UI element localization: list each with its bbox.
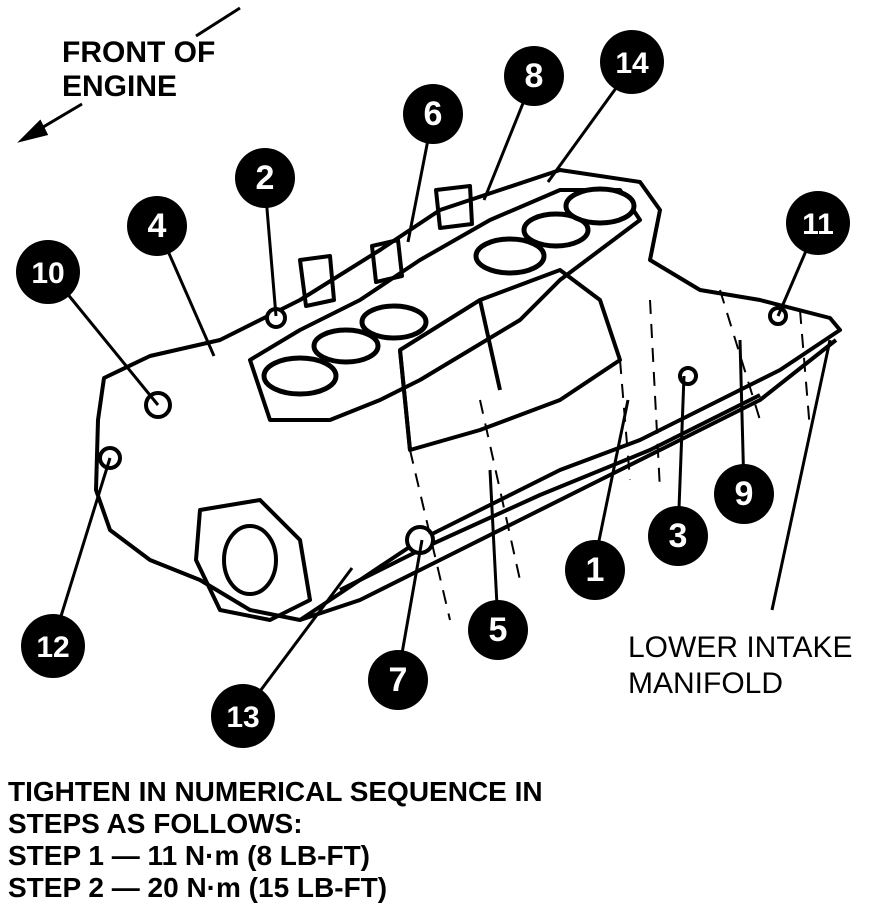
callout-circle bbox=[786, 191, 850, 255]
manifold-label-line-1: LOWER INTAKE bbox=[628, 631, 853, 664]
callout-circle bbox=[16, 240, 80, 304]
lower-intake-manifold-label: LOWER INTAKE MANIFOLD bbox=[628, 630, 852, 702]
callout-number: 11 bbox=[802, 208, 834, 241]
callout-2: 2 bbox=[235, 148, 295, 208]
callout-number: 6 bbox=[424, 95, 443, 133]
callout-number: 14 bbox=[615, 47, 649, 80]
callout-number: 1 bbox=[586, 551, 605, 589]
callout-circle bbox=[714, 464, 774, 524]
callout-circle bbox=[468, 600, 528, 660]
leader-lines bbox=[46, 65, 832, 715]
manifold-label-line-2: MANIFOLD bbox=[628, 667, 784, 700]
callout-5: 5 bbox=[468, 600, 528, 660]
callout-number: 9 bbox=[735, 475, 754, 513]
front-label-line-2: ENGINE bbox=[62, 70, 178, 103]
manifold-body bbox=[94, 168, 842, 622]
intake-ports bbox=[261, 186, 637, 397]
callout-9: 9 bbox=[714, 464, 774, 524]
front-direction-arrow bbox=[17, 6, 241, 143]
callout-circle bbox=[21, 614, 85, 678]
callout-circle bbox=[565, 540, 625, 600]
callout-circle bbox=[504, 46, 564, 106]
front-of-engine-label: FRONT OF ENGINE bbox=[62, 36, 215, 104]
callout-circle bbox=[235, 148, 295, 208]
callout-circle bbox=[368, 650, 428, 710]
callout-circle bbox=[648, 506, 708, 566]
callout-number: 5 bbox=[489, 611, 508, 649]
callout-12: 12 bbox=[21, 614, 85, 678]
callout-number: 2 bbox=[256, 159, 275, 197]
callout-6: 6 bbox=[403, 84, 463, 144]
callout-number: 4 bbox=[148, 207, 167, 245]
callout-circle bbox=[600, 30, 664, 94]
callout-10: 10 bbox=[16, 240, 80, 304]
bolt-centerlines bbox=[409, 289, 811, 621]
instruction-line: STEPS AS FOLLOWS: bbox=[8, 808, 303, 839]
front-label-line-1: FRONT OF bbox=[62, 36, 216, 69]
callout-11: 11 bbox=[786, 191, 850, 255]
callout-1: 1 bbox=[565, 540, 625, 600]
callout-8: 8 bbox=[504, 46, 564, 106]
callout-number: 13 bbox=[226, 701, 259, 734]
callout-number: 7 bbox=[389, 661, 408, 699]
callout-7: 7 bbox=[368, 650, 428, 710]
callout-number: 8 bbox=[525, 57, 544, 95]
callout-4: 4 bbox=[127, 196, 187, 256]
instruction-line: TIGHTEN IN NUMERICAL SEQUENCE IN bbox=[8, 776, 543, 807]
callout-circle bbox=[403, 84, 463, 144]
callout-circle bbox=[127, 196, 187, 256]
callout-3: 3 bbox=[648, 506, 708, 566]
instruction-line: STEP 2 — 20 N·m (15 LB-FT) bbox=[8, 872, 388, 903]
callout-13: 13 bbox=[211, 684, 275, 748]
instruction-line: STEP 1 — 11 N·m (8 LB-FT) bbox=[8, 840, 370, 871]
callout-circle bbox=[211, 684, 275, 748]
callout-14: 14 bbox=[600, 30, 664, 94]
callout-number: 3 bbox=[669, 517, 688, 555]
torque-instructions: TIGHTEN IN NUMERICAL SEQUENCE IN STEPS A… bbox=[8, 776, 543, 904]
callout-number: 10 bbox=[31, 257, 64, 290]
callout-number: 12 bbox=[36, 631, 69, 664]
